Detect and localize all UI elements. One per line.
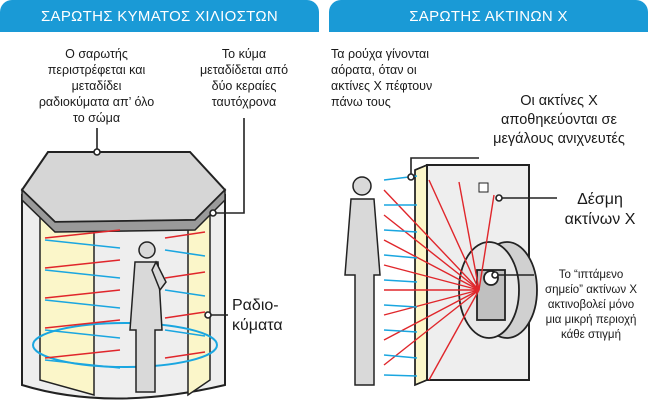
millimeter-wave-title: ΣΑΡΩΤΗΣ ΚΥΜΑΤΟΣ ΧΙΛΙΟΣΤΩΝ xyxy=(0,0,319,32)
scanner-roof xyxy=(20,151,227,224)
radio-wave-arrows xyxy=(44,229,206,369)
callout-lines xyxy=(93,118,245,319)
xray-return-arrows xyxy=(383,175,418,377)
scanner-floor xyxy=(32,322,218,368)
person-silhouette xyxy=(129,241,167,393)
xray-title: ΣΑΡΩΤΗΣ ΑΚΤΙΝΩΝ Χ xyxy=(329,0,648,32)
millimeter-wave-scanner-drawing xyxy=(20,118,245,400)
radio-waves-label: Ραδιο-κύματα xyxy=(232,297,283,334)
callout-lines xyxy=(407,157,557,279)
xray-scanner-drawing xyxy=(344,157,557,387)
person-silhouette xyxy=(344,176,381,386)
